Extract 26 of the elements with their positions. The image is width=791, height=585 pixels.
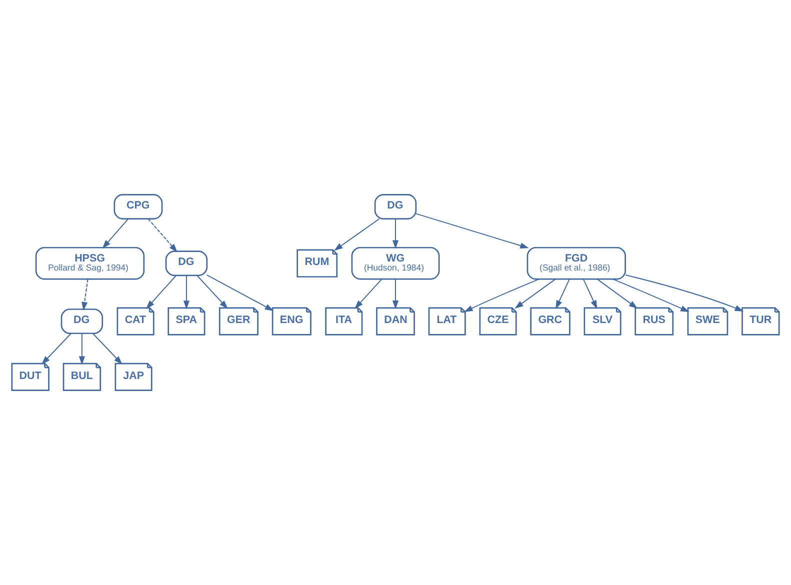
arrow	[41, 333, 72, 365]
node-box: DG	[374, 194, 417, 220]
arrow	[596, 278, 638, 309]
arrow	[206, 274, 274, 312]
node-box: HPSG Pollard & Sag, 1994)	[35, 246, 145, 280]
node-box: CPG	[114, 194, 163, 220]
arrow	[82, 279, 88, 311]
arrow	[354, 278, 382, 309]
arrow	[146, 275, 177, 309]
arrow	[196, 275, 228, 309]
node-box: DG	[60, 308, 104, 334]
arrow	[514, 278, 556, 309]
arrow	[392, 279, 399, 310]
arrow	[556, 278, 570, 310]
arrow	[148, 218, 178, 252]
arrow	[334, 218, 380, 251]
node-box: WG (Hudson, 1984)	[351, 246, 440, 280]
arrow	[392, 218, 399, 249]
arrow	[78, 334, 85, 365]
arrow	[92, 333, 122, 365]
arrow	[183, 275, 190, 310]
arrow	[582, 278, 598, 310]
arrow	[102, 218, 129, 249]
node-box: FGD (Sgall et al., 1986)	[526, 246, 626, 280]
arrow	[416, 213, 529, 249]
node-box: DG	[165, 250, 208, 276]
